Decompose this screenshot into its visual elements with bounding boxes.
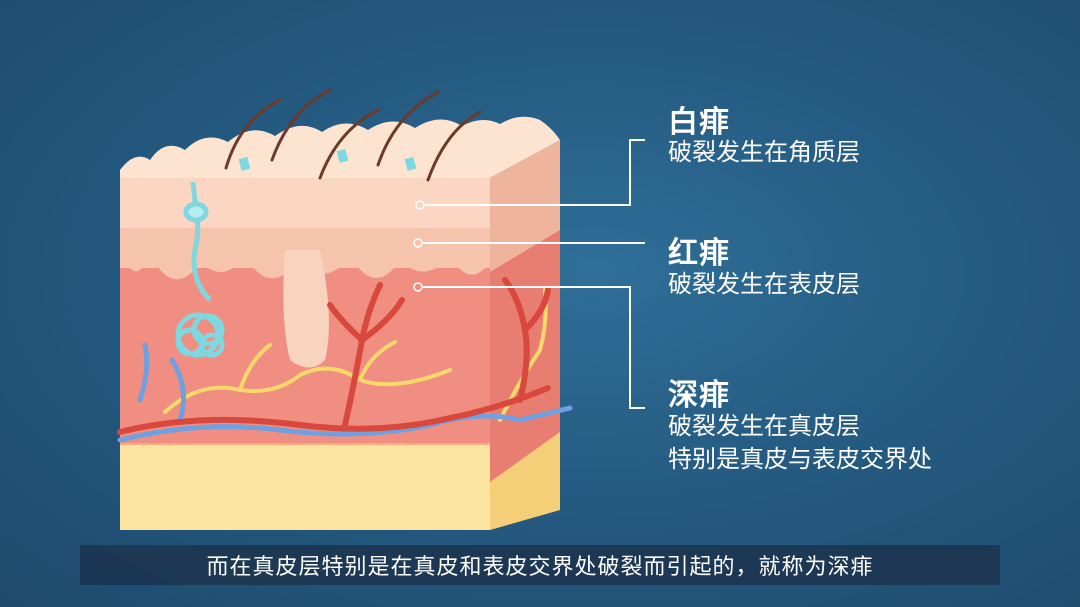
subtitle-bar: 而在真皮层特别是在真皮和表皮交界处破裂而引起的，就称为深痱 (80, 545, 1000, 585)
stratum-corneum (120, 116, 560, 178)
artery (117, 277, 551, 435)
fat-layer (120, 440, 490, 530)
hair-strands (224, 88, 482, 182)
label-shen-pei-desc-2: 特别是真皮与表皮交界处 (668, 445, 932, 473)
vein (117, 342, 573, 443)
subtitle-text: 而在真皮层特别是在真皮和表皮交界处破裂而引起的，就称为深痱 (206, 555, 874, 580)
corneum-band (120, 178, 490, 228)
sweat-gland (175, 181, 225, 358)
label-hong-pei-desc: 破裂发生在表皮层 (668, 270, 860, 298)
label-shen-pei-title: 深痱 (668, 378, 730, 413)
sweat-droplets (238, 148, 417, 171)
label-bai-pei-title: 白痱 (668, 105, 730, 140)
callout-lines (422, 139, 645, 409)
label-hong-pei-title: 红痱 (668, 236, 730, 271)
label-shen-pei-desc-1: 破裂发生在真皮层 (668, 412, 860, 440)
label-bai-pei-desc: 破裂发生在角质层 (668, 138, 860, 166)
hair-follicle (283, 250, 329, 368)
fat-layer-side (490, 430, 560, 530)
nerve (163, 288, 548, 422)
